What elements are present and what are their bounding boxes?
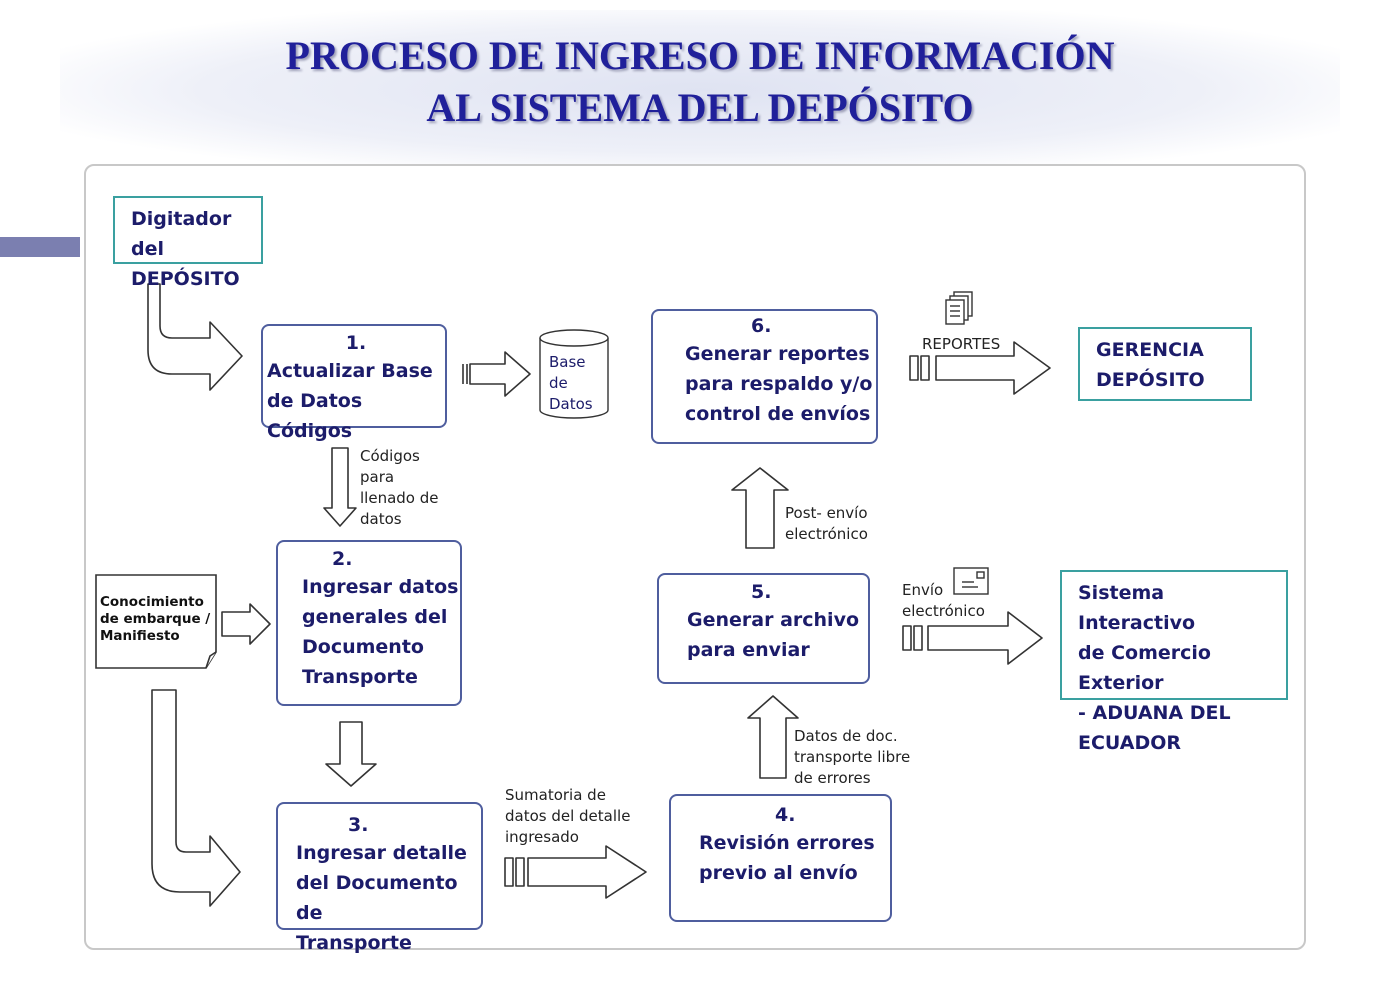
document-icon (95, 574, 217, 669)
step-6: 6. Generar reportes para respaldo y/o co… (651, 309, 878, 444)
note-codigos: Códigos para llenado de datos (360, 447, 439, 528)
note-reportes: REPORTES (922, 335, 1001, 353)
step-4-text: Revisión errores previo al envío (699, 832, 875, 884)
envelope-icon (953, 567, 989, 595)
step-5-text: Generar archivo para enviar (687, 609, 860, 661)
step-5-number: 5. (751, 581, 772, 603)
arrow-step2-to-step3 (325, 721, 377, 787)
step-2-text: Ingresar datos generales del Documento T… (302, 576, 459, 688)
actor-aduana: Sistema Interactivo de Comercio Exterior… (1060, 570, 1288, 754)
reports-icon (945, 291, 973, 325)
step-1-text: Actualizar Base de Datos Códigos (267, 360, 433, 442)
step-2: 2. Ingresar datos generales del Document… (276, 540, 462, 706)
arrow-step4-to-step5 (747, 695, 799, 779)
step-4: 4. Revisión errores previo al envío (669, 794, 892, 922)
title-background (60, 10, 1340, 170)
arrow-step6-to-gerencia (935, 341, 1051, 395)
arrow-step5-to-aduana (927, 611, 1043, 665)
arrow-step1-to-database (469, 351, 531, 397)
step-6-text: Generar reportes para respaldo y/o contr… (685, 343, 873, 425)
note-datos-doc: Datos de doc. transporte libre de errore… (794, 727, 911, 787)
step-5: 5. Generar archivo para enviar (657, 573, 870, 684)
document-label: Conocimiento de embarque / Manifiesto (100, 594, 211, 644)
step-3-text: Ingresar detalle del Documento de Transp… (296, 842, 467, 954)
step-3: 3. Ingresar detalle del Documento de Tra… (276, 802, 483, 954)
arrow-digitador-to-step1 (147, 283, 243, 391)
database-icon (539, 329, 609, 419)
arrow-step5-to-step6 (731, 467, 789, 549)
note-sumatoria: Sumatoria de datos del detalle ingresado (505, 786, 631, 846)
step-1: 1. Actualizar Base de Datos Códigos (261, 324, 447, 442)
step-3-number: 3. (348, 814, 369, 836)
database-label: Base de Datos (549, 353, 593, 413)
actor-gerencia: GERENCIA DEPÓSITO (1078, 327, 1252, 401)
arrow-step1-to-step2 (323, 447, 357, 527)
step-1-number: 1. (345, 332, 367, 354)
arrow-document-to-step3 (151, 689, 241, 907)
actor-digitador: Digitador del DEPÓSITO (113, 196, 263, 290)
arrow-document-to-step2 (221, 603, 271, 645)
slide-accent-bar (0, 237, 80, 257)
note-envio: Envío electrónico (902, 581, 985, 620)
step-4-number: 4. (775, 804, 796, 826)
arrow-step3-to-step4 (527, 845, 647, 899)
step-2-number: 2. (332, 548, 353, 570)
note-post-envio: Post- envío electrónico (785, 504, 868, 543)
page-title-line1: PROCESO DE INGRESO DE INFORMACIÓN (285, 33, 1115, 78)
actor-gerencia-label: GERENCIA DEPÓSITO (1096, 339, 1205, 391)
page-title-line2: AL SISTEMA DEL DEPÓSITO (426, 85, 974, 130)
step-6-number: 6. (751, 315, 772, 337)
actor-aduana-label: Sistema Interactivo de Comercio Exterior… (1078, 582, 1231, 754)
actor-digitador-label: Digitador del DEPÓSITO (131, 208, 240, 290)
